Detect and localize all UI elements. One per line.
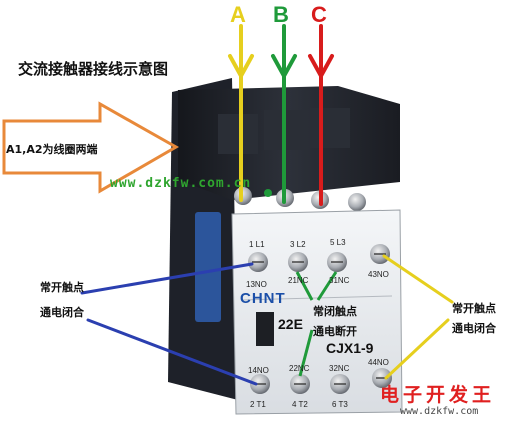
right-close-label: 通电闭合 (452, 322, 496, 335)
terminal-t2: 4 T2 (292, 400, 308, 409)
blue-wires (80, 262, 258, 386)
phase-a-label: A (230, 2, 246, 27)
terminal-21: 21NC (288, 276, 309, 285)
center-nc-label: 常闭触点 (313, 305, 357, 318)
phase-b-label: B (273, 2, 289, 27)
side-label (195, 212, 221, 322)
brand-logo: CHNT (240, 290, 286, 307)
diagram-title: 交流接触器接线示意图 (18, 60, 169, 78)
phase-c-label: C (311, 2, 327, 27)
footer-watermark-url: www.dzkfw.com (400, 406, 479, 417)
code-label: 22E (278, 316, 303, 332)
terminal-t3: 6 T3 (332, 400, 348, 409)
terminal-31: 31NC (329, 276, 350, 285)
coil-note: A1,A2为线圈两端 (6, 143, 98, 156)
terminal-block-a (218, 114, 258, 154)
terminal-t1: 2 T1 (250, 400, 266, 409)
phase-a-arrow (228, 24, 254, 202)
terminal-block-c (310, 108, 350, 148)
terminal-43: 43NO (368, 270, 389, 279)
indicator-window (256, 312, 274, 346)
front-face (231, 209, 403, 415)
green-pointer-up (295, 271, 314, 301)
left-close-label: 通电闭合 (40, 306, 84, 319)
coil-arrow (2, 101, 180, 194)
center-open-label: 通电断开 (313, 325, 357, 338)
phase-b-arrow (271, 24, 297, 204)
terminal-l3: 5 L3 (330, 238, 346, 247)
model-label: CJX1-9 (326, 340, 374, 356)
terminal-32: 32NC (329, 364, 350, 373)
left-no-label: 常开触点 (40, 281, 84, 294)
green-pointer-31 (316, 271, 338, 301)
terminal-l1: 1 L1 (249, 240, 265, 249)
terminal-44: 44NO (368, 358, 389, 367)
green-pointer-down (298, 329, 314, 377)
screw-d (348, 193, 366, 211)
phase-c-arrow (308, 24, 334, 206)
yellow-wires (382, 254, 454, 380)
right-no-label: 常开触点 (452, 302, 496, 315)
terminal-14: 14NO (248, 366, 269, 375)
terminal-22: 22NC (289, 364, 310, 373)
footer-watermark-cn: 电子开发王 (380, 384, 496, 406)
watermark-url: www.dzkfw.com.cn (110, 176, 252, 191)
terminal-l2: 3 L2 (290, 240, 306, 249)
terminal-13: 13NO (246, 280, 267, 289)
